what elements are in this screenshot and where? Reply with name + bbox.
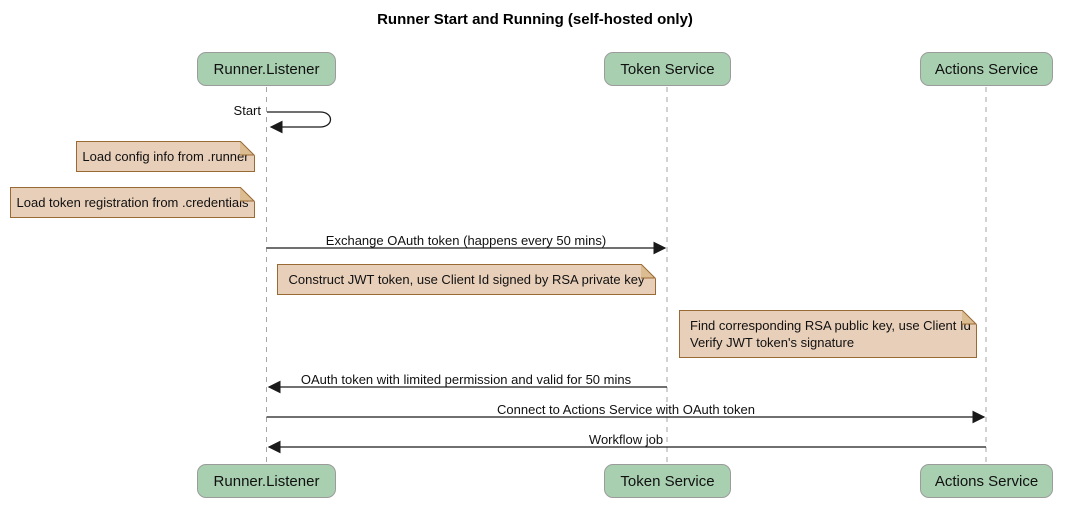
message-oauth-return-label: OAuth token with limited permission and … xyxy=(300,372,632,387)
participant-actions-service-top: Actions Service xyxy=(920,52,1053,86)
message-connect-label: Connect to Actions Service with OAuth to… xyxy=(497,402,755,417)
message-exchange-label: Exchange OAuth token (happens every 50 m… xyxy=(325,233,607,248)
participant-actions-service-bottom: Actions Service xyxy=(920,464,1053,498)
note-fold-icon xyxy=(240,141,255,156)
participant-label: Token Service xyxy=(620,60,715,78)
participant-label: Actions Service xyxy=(934,60,1039,78)
note-text: Load token registration from .credential… xyxy=(16,195,249,210)
participant-token-service-top: Token Service xyxy=(604,52,731,86)
note-text-line2: Verify JWT token's signature xyxy=(690,335,855,350)
message-start-label: Start xyxy=(233,103,261,118)
participant-label: Actions Service xyxy=(934,472,1039,490)
participant-label: Runner.Listener xyxy=(213,472,320,490)
participant-label: Runner.Listener xyxy=(213,60,320,78)
note-construct-jwt: Construct JWT token, use Client Id signe… xyxy=(277,264,656,295)
note-text: Construct JWT token, use Client Id signe… xyxy=(288,272,645,287)
arrow-start-self-loop xyxy=(267,111,332,134)
note-fold-icon xyxy=(962,310,977,325)
note-text-line1: Find corresponding RSA public key, use C… xyxy=(690,318,971,333)
participant-runner-listener-top: Runner.Listener xyxy=(197,52,336,86)
note-load-token: Load token registration from .credential… xyxy=(10,187,255,218)
note-find-rsa: Find corresponding RSA public key, use C… xyxy=(679,310,977,358)
note-text: Load config info from .runner xyxy=(82,149,249,164)
note-load-config: Load config info from .runner xyxy=(76,141,255,172)
participant-token-service-bottom: Token Service xyxy=(604,464,731,498)
message-workflow-label: Workflow job xyxy=(588,432,664,447)
participant-label: Token Service xyxy=(620,472,715,490)
note-fold-icon xyxy=(240,187,255,202)
participant-runner-listener-bottom: Runner.Listener xyxy=(197,464,336,498)
diagram-title: Runner Start and Running (self-hosted on… xyxy=(377,11,693,28)
note-fold-icon xyxy=(641,264,656,279)
